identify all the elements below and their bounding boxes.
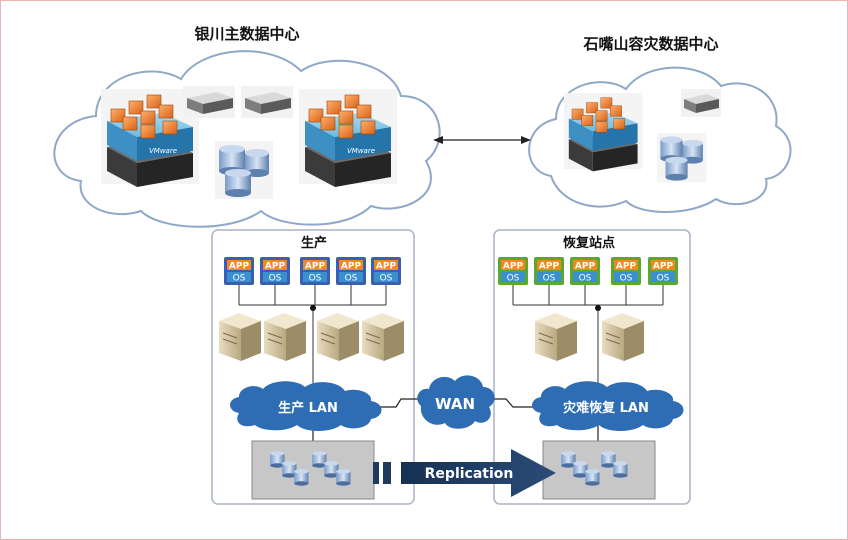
recovery-panel bbox=[493, 229, 691, 505]
vm-tile: APP OS bbox=[534, 257, 564, 285]
tower-server-icon bbox=[264, 313, 306, 361]
svg-text:APP: APP bbox=[376, 262, 397, 272]
vm-tile: APP OS bbox=[336, 257, 366, 285]
svg-text:OS: OS bbox=[620, 274, 633, 284]
production-servers bbox=[219, 313, 404, 361]
rack-server-icon bbox=[183, 86, 235, 118]
rack-server-icon bbox=[241, 86, 293, 118]
production-junction bbox=[310, 305, 316, 311]
svg-text:OS: OS bbox=[380, 274, 393, 284]
recovery-title: 恢复站点 bbox=[563, 235, 615, 251]
svg-text:APP: APP bbox=[305, 262, 326, 272]
svg-text:APP: APP bbox=[229, 262, 250, 272]
vm-tile: APP OS bbox=[300, 257, 330, 285]
rack-server-icon bbox=[681, 89, 721, 117]
vmware-host-icon: VMware bbox=[101, 89, 199, 187]
recovery-lan-cloud: 灾难恢复 LAN bbox=[532, 381, 684, 431]
storage-disks-icon bbox=[215, 141, 273, 199]
vm-tile: APP OS bbox=[224, 257, 254, 285]
wan-cloud: WAN bbox=[417, 375, 495, 429]
production-storage bbox=[251, 440, 375, 500]
dr-site-title: 石嘴山容灾数据中心 bbox=[582, 35, 718, 53]
replication-arrow: Replication bbox=[373, 449, 556, 497]
svg-text:APP: APP bbox=[616, 262, 637, 272]
production-vm-row: APP OS APP OS APP OS APP OS APP OS bbox=[224, 257, 401, 285]
vmware-host-icon bbox=[564, 93, 643, 172]
storage-disks-icon bbox=[657, 133, 707, 183]
svg-text:OS: OS bbox=[233, 274, 246, 284]
recovery-vm-connectors bbox=[512, 285, 664, 399]
svg-text:OS: OS bbox=[579, 274, 592, 284]
vmware-label: VMware bbox=[347, 147, 375, 155]
svg-text:APP: APP bbox=[575, 262, 596, 272]
tower-server-icon bbox=[602, 313, 644, 361]
svg-text:OS: OS bbox=[269, 274, 282, 284]
vmware-label: VMware bbox=[149, 147, 177, 155]
recovery-lan-label: 灾难恢复 LAN bbox=[563, 400, 649, 416]
vm-tile: APP OS bbox=[498, 257, 528, 285]
svg-text:OS: OS bbox=[507, 274, 520, 284]
site-link-arrow bbox=[433, 136, 531, 144]
recovery-servers bbox=[535, 313, 644, 361]
vmware-host-icon: VMware bbox=[299, 89, 397, 187]
svg-text:OS: OS bbox=[543, 274, 556, 284]
svg-text:APP: APP bbox=[341, 262, 362, 272]
wan-label: WAN bbox=[435, 395, 475, 413]
recovery-junction bbox=[595, 305, 601, 311]
primary-site-title: 银川主数据中心 bbox=[194, 25, 299, 43]
vm-tile: APP OS bbox=[570, 257, 600, 285]
production-lan-label: 生产 LAN bbox=[278, 400, 338, 416]
replication-label: Replication bbox=[425, 466, 514, 482]
production-lan-cloud: 生产 LAN bbox=[230, 381, 382, 431]
svg-text:APP: APP bbox=[503, 262, 524, 272]
svg-text:OS: OS bbox=[309, 274, 322, 284]
svg-text:APP: APP bbox=[653, 262, 674, 272]
vm-tile: APP OS bbox=[611, 257, 641, 285]
svg-text:OS: OS bbox=[657, 274, 670, 284]
recovery-storage bbox=[542, 440, 656, 500]
tower-server-icon bbox=[535, 313, 577, 361]
vm-tile: APP OS bbox=[648, 257, 678, 285]
svg-text:OS: OS bbox=[345, 274, 358, 284]
svg-text:APP: APP bbox=[539, 262, 560, 272]
tower-server-icon bbox=[317, 313, 359, 361]
production-title: 生产 bbox=[301, 235, 327, 251]
tower-server-icon bbox=[219, 313, 261, 361]
svg-text:APP: APP bbox=[265, 262, 286, 272]
vm-tile: APP OS bbox=[260, 257, 290, 285]
tower-server-icon bbox=[362, 313, 404, 361]
recovery-vm-row: APP OS APP OS APP OS APP OS APP OS bbox=[498, 257, 678, 285]
vm-tile: APP OS bbox=[371, 257, 401, 285]
